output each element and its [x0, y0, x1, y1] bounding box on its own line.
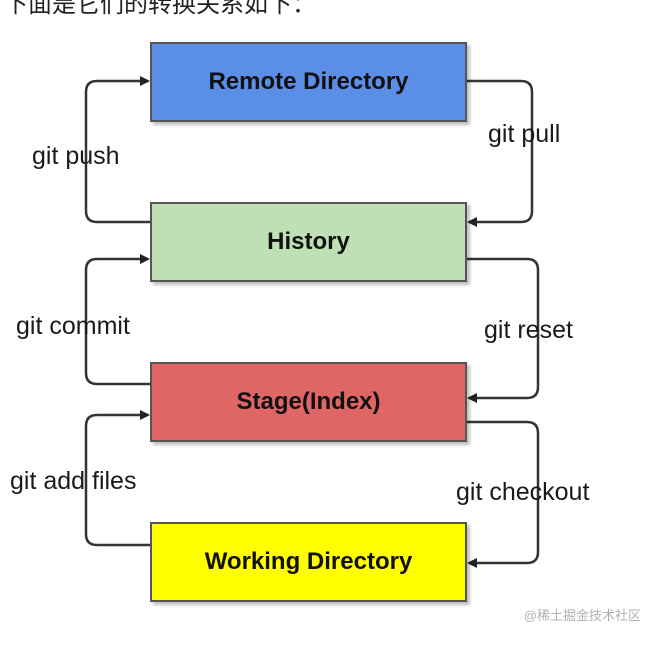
stage-index-label: Stage(Index) — [236, 388, 381, 415]
git-checkout-label: git checkout — [456, 478, 590, 506]
commit-arrow — [84, 254, 150, 386]
checkout-arrow — [467, 420, 540, 568]
git-commit-label: git commit — [16, 312, 130, 340]
stage-index-box: Stage(Index) — [150, 362, 467, 442]
git-reset-label: git reset — [484, 316, 573, 344]
pull-arrow — [467, 79, 534, 227]
git-push-label: git push — [32, 142, 120, 170]
working-directory-box: Working Directory — [150, 522, 467, 602]
remote-directory-box: Remote Directory — [150, 42, 467, 122]
watermark: @稀土掘金技术社区 — [523, 608, 641, 623]
push-arrow — [84, 76, 150, 224]
git-pull-label: git pull — [488, 120, 561, 148]
history-label: History — [267, 228, 350, 255]
page-caption: 下面是它们的转换关系如下： — [4, 0, 316, 18]
working-directory-label: Working Directory — [204, 548, 413, 575]
history-box: History — [150, 202, 467, 282]
add-arrow — [84, 410, 150, 547]
remote-directory-label: Remote Directory — [208, 68, 409, 95]
reset-arrow — [467, 257, 540, 403]
git-add-files-label: git add files — [10, 467, 137, 495]
